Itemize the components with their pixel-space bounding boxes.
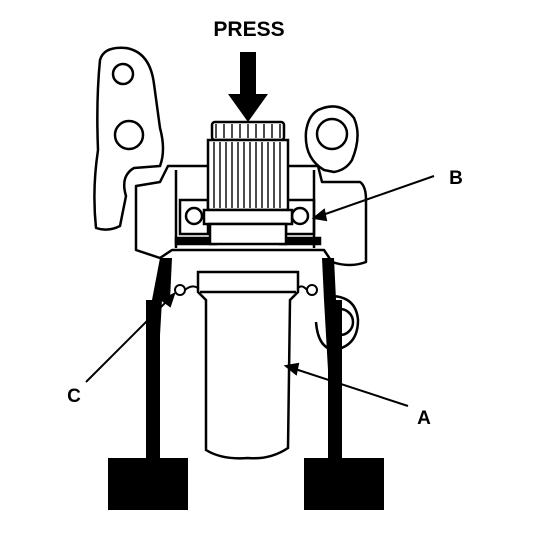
- leader-lines: [85, 175, 435, 407]
- snap-ring: [174, 284, 318, 296]
- callout-label-b: B: [449, 168, 463, 189]
- press-label: PRESS: [213, 18, 284, 41]
- callout-label-a: A: [417, 408, 431, 429]
- callout-label-c: C: [67, 386, 81, 407]
- press-arrow-icon: [228, 52, 268, 122]
- tool-attachment: [196, 270, 300, 460]
- press-support: [108, 258, 384, 510]
- driver-hub: [202, 120, 294, 246]
